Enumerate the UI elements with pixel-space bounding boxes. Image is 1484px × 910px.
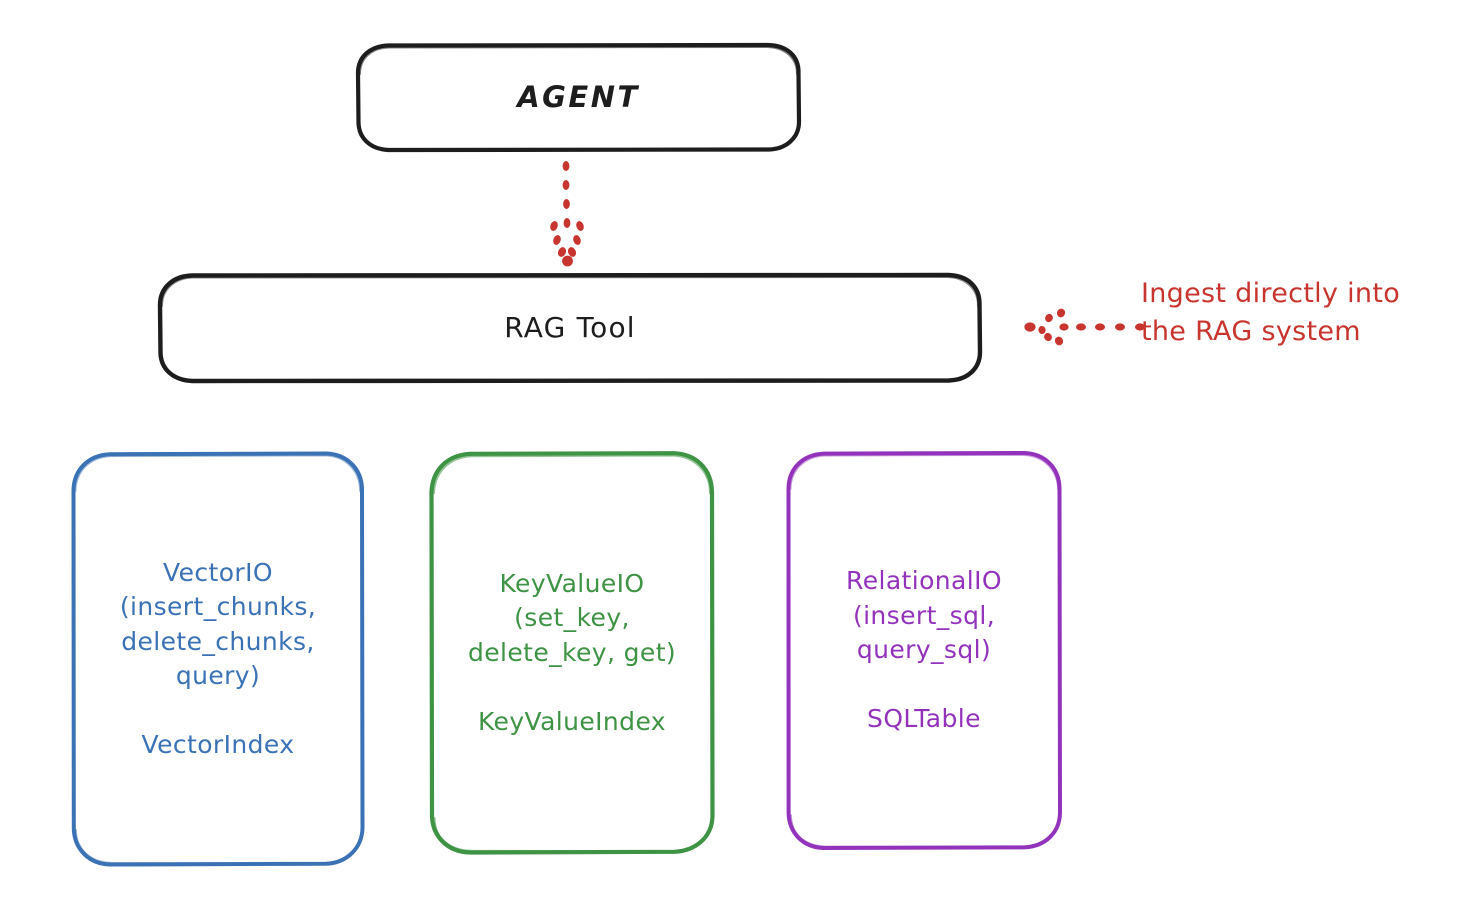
- node-vector-io[interactable]: VectorIO (insert_chunks, delete_chunks, …: [70, 450, 366, 868]
- node-vector-io-label: VectorIO (insert_chunks, delete_chunks, …: [119, 557, 317, 760]
- connector-agent-to-rag-tool: [550, 161, 584, 267]
- annotation-ingest: Ingest directly into the RAG system: [1141, 278, 1401, 348]
- node-relational-io-label: RelationalIO (insert_sql, query_sql) SQL…: [846, 566, 1002, 734]
- node-agent-label: AGENT: [517, 79, 640, 114]
- node-key-value-io-label: KeyValueIO (set_key, delete_key, get) Ke…: [467, 568, 677, 736]
- node-key-value-io[interactable]: KeyValueIO (set_key, delete_key, get) Ke…: [428, 450, 716, 856]
- node-relational-io[interactable]: RelationalIO (insert_sql, query_sql) SQL…: [785, 450, 1063, 851]
- connector-ingest-to-rag-tool: [1024, 308, 1145, 346]
- node-rag-tool[interactable]: RAG Tool: [157, 272, 983, 384]
- node-rag-tool-label: RAG Tool: [504, 310, 636, 344]
- node-agent[interactable]: AGENT: [355, 42, 802, 153]
